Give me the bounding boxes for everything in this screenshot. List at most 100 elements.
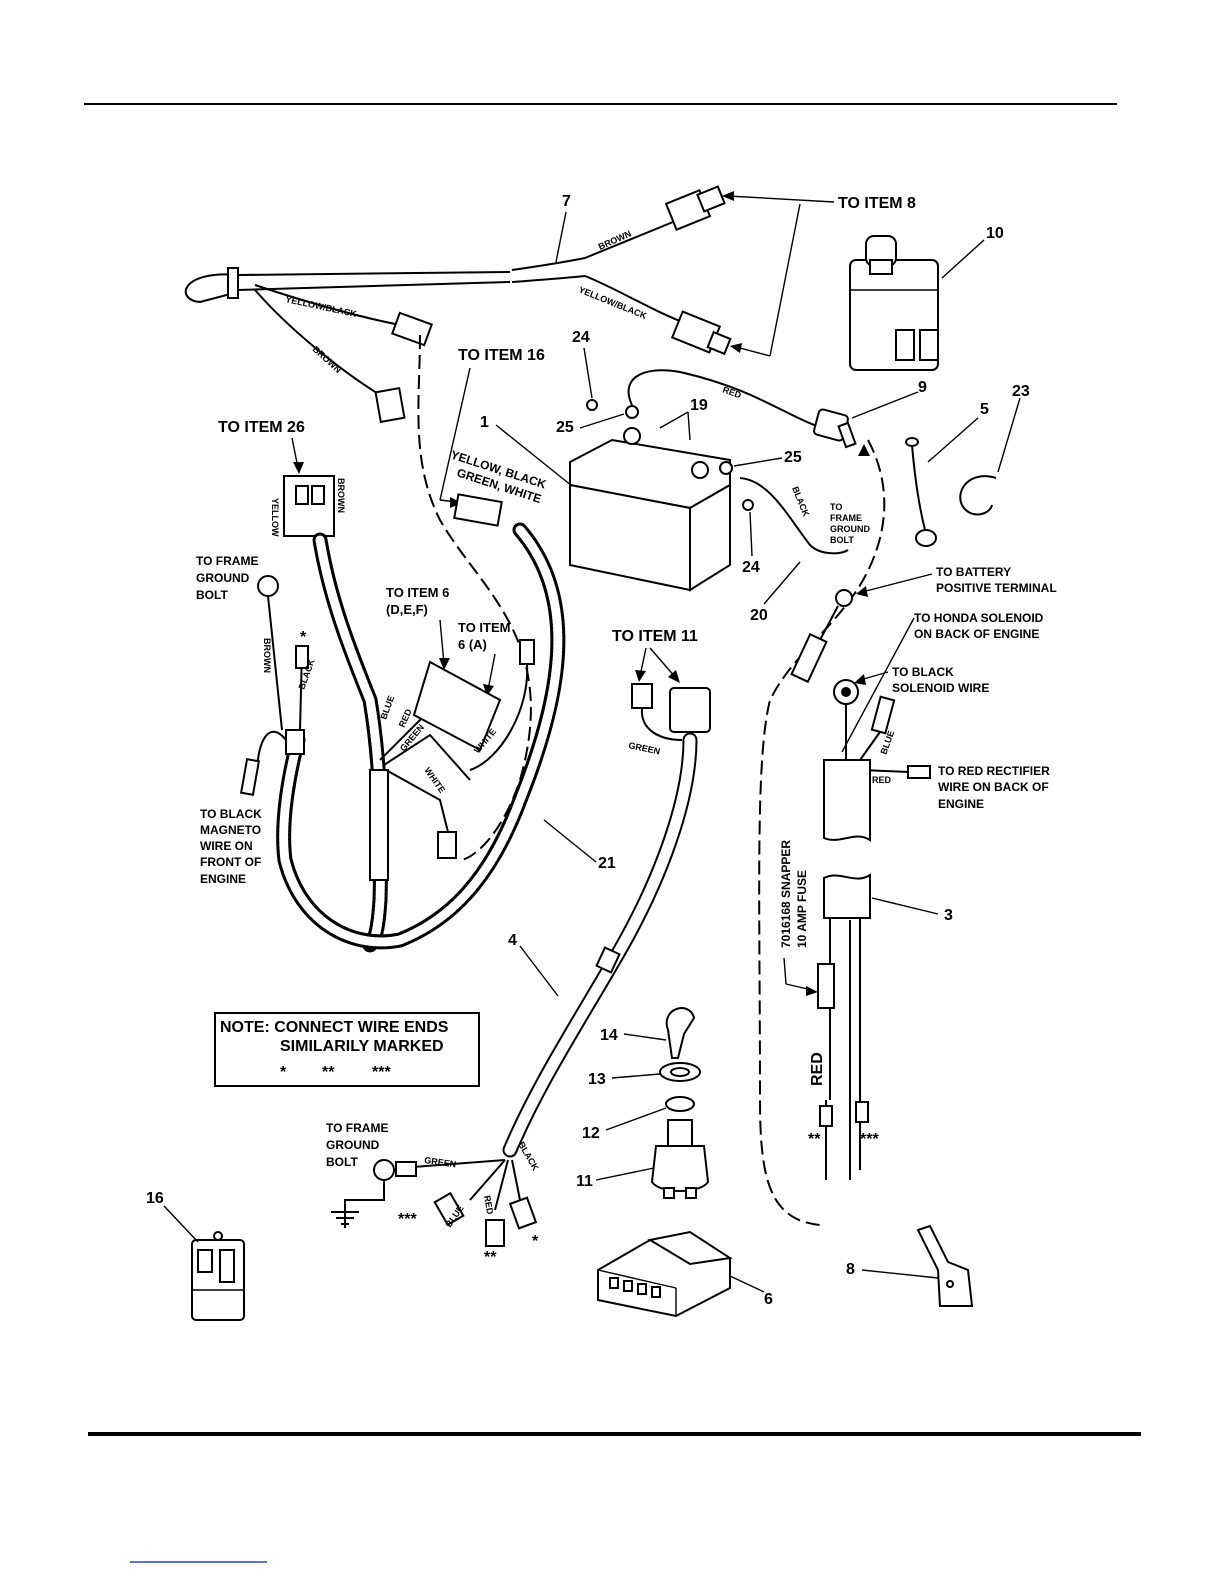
leader-1 [495, 424, 573, 487]
arrow-to-item-11-b [649, 647, 677, 679]
leader-20 [763, 561, 801, 605]
note-marker-single: * [280, 1064, 287, 1081]
label-fuse-l2: 10 AMP FUSE [795, 870, 809, 948]
leader-8 [861, 1269, 939, 1279]
leader-19a [659, 411, 689, 429]
leader-23 [997, 397, 1021, 473]
leader-25b [733, 457, 783, 467]
green-bottom-wire [399, 1159, 506, 1169]
leader-19b [687, 411, 691, 441]
label-frame-ground-3-l1: TO [830, 502, 842, 512]
item-number-8: 8 [846, 1261, 855, 1278]
note-line-1: NOTE: CONNECT WIRE ENDS [220, 1019, 449, 1036]
wire-label-green-bottom: GREEN [424, 1155, 457, 1169]
item-number-16: 16 [146, 1190, 164, 1207]
label-to-item-6-a-l2: 6 (A) [458, 637, 487, 652]
wire-label-black-battery: BLACK [790, 485, 811, 518]
item-number-3: 3 [944, 907, 953, 924]
arrow-to-battery-positive [861, 573, 933, 593]
item-11-ignition-switch [650, 1119, 710, 1199]
label-black-magneto-l5: ENGINE [200, 872, 246, 886]
label-black-magneto-l1: TO BLACK [200, 807, 262, 821]
leader-3 [871, 897, 939, 915]
leader-13 [611, 1073, 661, 1079]
label-red-rect-l2: WIRE ON BACK OF [938, 780, 1049, 794]
wire-label-red-fuse: RED [809, 1052, 826, 1086]
item-6-plug-harness [412, 660, 502, 752]
leader-6 [729, 1275, 765, 1293]
leader-14 [623, 1033, 667, 1041]
note-box [214, 1012, 480, 1087]
leader-24a [583, 347, 593, 399]
label-frame-ground-3-l4: BOLT [830, 535, 854, 545]
arrow-to-item-16 [439, 367, 471, 501]
item-11-plug-a [631, 683, 653, 709]
label-honda-sol-l1: TO HONDA SOLENOID [914, 611, 1044, 625]
wire-label-yellow-black-left: YELLOW/BLACK [285, 294, 358, 319]
label-to-item-16: TO ITEM 16 [458, 347, 545, 364]
label-frame-ground-2-l3: BOLT [326, 1155, 358, 1169]
item-number-10: 10 [986, 225, 1004, 242]
item-number-23: 23 [1012, 383, 1030, 400]
item-10-switch [849, 235, 939, 371]
label-to-item-26: TO ITEM 26 [218, 419, 305, 436]
red-battery-cable [627, 369, 831, 431]
arrow-to-item-8-a [727, 195, 835, 203]
item-8-bracket [916, 1224, 974, 1307]
item-number-20: 20 [750, 607, 768, 624]
leader-5 [927, 417, 979, 463]
label-battery-positive-l1: TO BATTERY [936, 565, 1011, 579]
label-black-magneto-l4: FRONT OF [200, 855, 261, 869]
wire-label-conn26-yellow: YELLOW [270, 498, 280, 537]
blue-terminal [433, 1191, 465, 1227]
black-battery-cable [739, 477, 849, 555]
item-5-bolt [905, 437, 937, 547]
wire-label-brown-left: BROWN [311, 344, 344, 375]
red-sol-terminal [907, 765, 931, 779]
item-number-7: 7 [562, 193, 571, 210]
item-12-washer [665, 1096, 695, 1112]
label-fuse-l1: 7016168 SNAPPER [779, 840, 793, 948]
ground-ring-1 [257, 575, 279, 597]
item-14-key [665, 1007, 696, 1059]
item-25a-washer [625, 405, 639, 419]
wire-label-red-sol: RED [872, 775, 892, 785]
arrow-to-item-8-b [769, 203, 801, 357]
item-9-terminal-boot [813, 408, 857, 449]
item-number-19: 19 [690, 397, 708, 414]
label-frame-ground-1-l2: GROUND [196, 571, 250, 585]
label-frame-ground-3-l3: GROUND [830, 524, 870, 534]
item-number-11: 11 [576, 1173, 593, 1190]
label-frame-ground-1-l1: TO FRAME [196, 554, 258, 568]
item-25b-washer [719, 461, 733, 475]
label-red-rect-l1: TO RED RECTIFIER [938, 764, 1050, 778]
leader-4 [519, 945, 559, 997]
item-16-plug [453, 493, 503, 527]
leader-7 [555, 211, 567, 263]
item-number-5: 5 [980, 401, 989, 418]
label-black-magneto-l2: MAGNETO [200, 823, 261, 837]
item-11-plug-b [669, 687, 711, 733]
arrow-to-item-6-def [439, 619, 445, 665]
label-frame-ground-2-l2: GROUND [326, 1138, 380, 1152]
item-number-21: 21 [598, 855, 616, 872]
leader-12 [605, 1107, 667, 1131]
item-number-6: 6 [764, 1291, 773, 1308]
label-to-item-6-def-l1: TO ITEM 6 [386, 585, 449, 600]
leader-11 [595, 1167, 655, 1181]
label-red-rect-l3: ENGINE [938, 797, 984, 811]
label-frame-ground-1-l3: BOLT [196, 588, 228, 602]
item-7-harness [184, 185, 732, 424]
leader-16 [163, 1205, 199, 1243]
item-4-harness [502, 732, 698, 1158]
leader-10 [941, 239, 985, 279]
marker-single-bottom: * [532, 1233, 539, 1250]
leader-25a [579, 413, 625, 429]
item-16-relay [191, 1231, 245, 1321]
note-marker-triple: *** [372, 1064, 391, 1081]
label-to-item-6-a-l1: TO ITEM [458, 620, 510, 635]
wire-label-blue-h: BLUE [378, 694, 396, 720]
leader-24b [749, 511, 753, 557]
item-3-harness-sleeve [823, 759, 871, 1180]
battery-positive-ring [835, 589, 853, 607]
